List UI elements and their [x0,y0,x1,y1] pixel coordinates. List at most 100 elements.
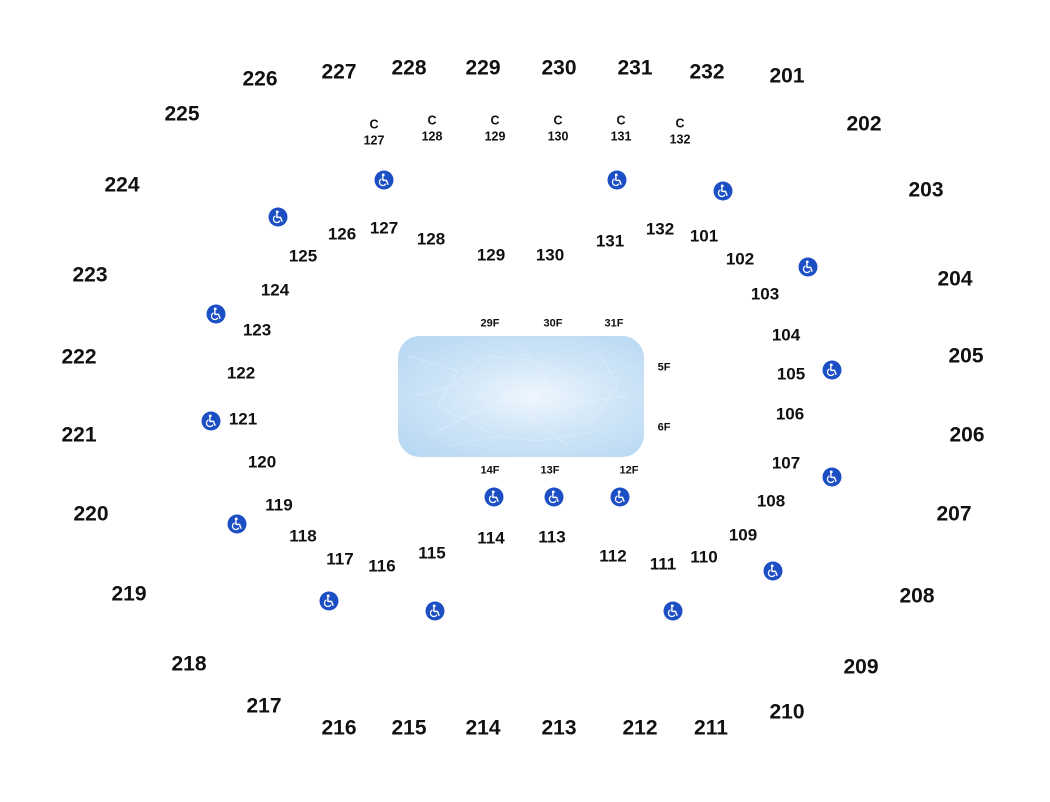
club-number: 128 [421,129,443,143]
upper-section-204[interactable]: 204 [937,267,973,291]
floor-section-29F[interactable]: 29F [480,317,500,330]
upper-section-227[interactable]: 227 [321,60,357,84]
upper-section-228[interactable]: 228 [391,56,427,80]
wheelchair-accessible-icon [713,181,733,201]
floor-section-30F[interactable]: 30F [543,317,563,330]
wheelchair-accessible-icon [798,257,818,277]
lower-section-126[interactable]: 126 [327,224,357,244]
ice-rink [398,336,644,457]
lower-section-122[interactable]: 122 [226,363,256,383]
upper-section-208[interactable]: 208 [899,584,935,608]
lower-section-127[interactable]: 127 [369,218,399,238]
wheelchair-accessible-icon [319,591,339,611]
upper-section-212[interactable]: 212 [622,716,658,740]
upper-section-226[interactable]: 226 [242,67,278,91]
lower-section-119[interactable]: 119 [265,495,293,515]
upper-section-206[interactable]: 206 [949,423,985,447]
lower-section-114[interactable]: 114 [477,528,505,548]
lower-section-117[interactable]: 117 [326,549,354,569]
lower-section-101[interactable]: 101 [689,226,719,246]
lower-section-106[interactable]: 106 [775,404,805,424]
club-prefix: C [553,113,563,128]
wheelchair-accessible-icon [206,304,226,324]
upper-section-220[interactable]: 220 [73,502,109,526]
floor-section-6F[interactable]: 6F [657,421,671,434]
lower-section-130[interactable]: 130 [535,245,565,265]
upper-section-205[interactable]: 205 [948,344,984,368]
upper-section-201[interactable]: 201 [769,64,805,88]
lower-section-123[interactable]: 123 [242,320,272,340]
club-number: 127 [363,133,385,147]
lower-section-131[interactable]: 131 [595,231,625,251]
lower-section-113[interactable]: 113 [538,527,566,547]
floor-section-12F[interactable]: 12F [619,464,639,477]
lower-section-124[interactable]: 124 [260,280,290,300]
lower-section-105[interactable]: 105 [776,364,806,384]
upper-section-213[interactable]: 213 [541,716,577,740]
upper-section-216[interactable]: 216 [321,716,357,740]
upper-section-217[interactable]: 217 [246,694,282,718]
lower-section-125[interactable]: 125 [288,246,318,266]
upper-section-219[interactable]: 219 [111,582,147,606]
club-prefix: C [675,116,685,131]
lower-section-115[interactable]: 115 [418,543,446,563]
wheelchair-accessible-icon [822,467,842,487]
wheelchair-accessible-icon [201,411,221,431]
wheelchair-accessible-icon [544,487,564,507]
upper-section-225[interactable]: 225 [164,102,200,126]
upper-section-214[interactable]: 214 [465,716,501,740]
lower-section-107[interactable]: 107 [771,453,801,473]
lower-section-121[interactable]: 121 [228,409,258,429]
upper-section-221[interactable]: 221 [61,423,97,447]
upper-section-230[interactable]: 230 [541,56,577,80]
lower-section-109[interactable]: 109 [728,525,758,545]
lower-section-103[interactable]: 103 [750,284,780,304]
lower-section-129[interactable]: 129 [476,245,506,265]
floor-section-31F[interactable]: 31F [604,317,624,330]
upper-section-209[interactable]: 209 [843,655,879,679]
upper-section-207[interactable]: 207 [936,502,972,526]
wheelchair-accessible-icon [610,487,630,507]
upper-section-224[interactable]: 224 [104,173,140,197]
lower-section-120[interactable]: 120 [247,452,277,472]
upper-section-202[interactable]: 202 [846,112,882,136]
lower-section-110[interactable]: 110 [690,547,718,567]
upper-section-223[interactable]: 223 [72,263,108,287]
upper-section-232[interactable]: 232 [689,60,725,84]
upper-section-218[interactable]: 218 [171,652,207,676]
upper-section-203[interactable]: 203 [908,178,944,202]
floor-section-13F[interactable]: 13F [540,464,560,477]
wheelchair-accessible-icon [763,561,783,581]
club-prefix: C [369,117,379,132]
wheelchair-accessible-icon [822,360,842,380]
lower-section-104[interactable]: 104 [771,325,801,345]
upper-section-231[interactable]: 231 [617,56,653,80]
lower-section-112[interactable]: 112 [599,546,627,566]
lower-section-118[interactable]: 118 [289,526,317,546]
lower-section-116[interactable]: 116 [368,556,396,576]
club-number: 130 [547,129,569,143]
wheelchair-accessible-icon [374,170,394,190]
wheelchair-accessible-icon [663,601,683,621]
wheelchair-accessible-icon [607,170,627,190]
lower-section-132[interactable]: 132 [645,219,675,239]
lower-section-102[interactable]: 102 [725,249,755,269]
upper-section-211[interactable]: 211 [694,716,728,740]
lower-section-108[interactable]: 108 [756,491,786,511]
wheelchair-accessible-icon [484,487,504,507]
floor-section-14F[interactable]: 14F [480,464,500,477]
lower-section-128[interactable]: 128 [416,229,446,249]
upper-section-210[interactable]: 210 [769,700,805,724]
lower-section-111[interactable]: 111 [649,554,677,574]
floor-section-5F[interactable]: 5F [657,361,671,374]
upper-section-222[interactable]: 222 [61,345,97,369]
upper-section-215[interactable]: 215 [391,716,427,740]
upper-section-229[interactable]: 229 [465,56,501,80]
